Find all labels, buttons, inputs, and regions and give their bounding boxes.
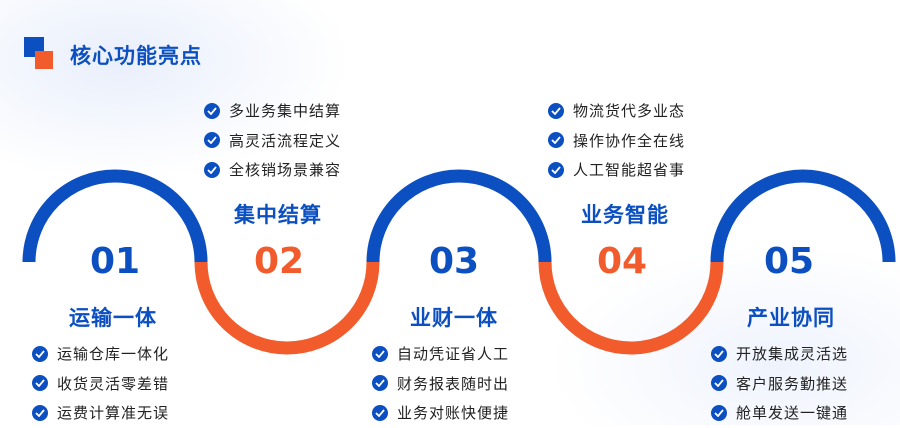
wave-arc-4 bbox=[538, 261, 724, 355]
feature-label: 自动凭证省人工 bbox=[397, 345, 510, 364]
check-icon bbox=[548, 161, 564, 178]
check-icon bbox=[372, 345, 388, 362]
check-icon bbox=[32, 345, 48, 362]
feature-item: 财务报表随时出 bbox=[372, 369, 509, 399]
feature-item: 客户服务勤推送 bbox=[711, 369, 848, 399]
check-icon bbox=[548, 132, 564, 149]
feature-label: 客户服务勤推送 bbox=[736, 374, 849, 393]
check-icon bbox=[711, 375, 727, 392]
feature-label: 多业务集中结算 bbox=[229, 102, 342, 121]
stage-02-features: 多业务集中结算 高灵活流程定义 全核销场景兼容 bbox=[204, 96, 341, 185]
stage-number-01: 01 bbox=[89, 241, 141, 282]
stage-05-features: 开放集成灵活选 客户服务勤推送 舱单发送一键通 bbox=[711, 339, 848, 428]
feature-label: 高灵活流程定义 bbox=[229, 131, 342, 150]
wave-arc-1 bbox=[22, 169, 208, 263]
check-icon bbox=[204, 161, 220, 178]
feature-item: 物流货代多业态 bbox=[548, 96, 685, 126]
title-logo-icon bbox=[24, 37, 54, 71]
stage-number-04: 04 bbox=[596, 241, 648, 282]
stage-title-03: 业财一体 bbox=[410, 306, 498, 330]
feature-item: 高灵活流程定义 bbox=[204, 126, 341, 156]
check-icon bbox=[32, 375, 48, 392]
feature-label: 运输仓库一体化 bbox=[57, 345, 170, 364]
page-title: 核心功能亮点 bbox=[70, 44, 202, 68]
stage-03-features: 自动凭证省人工 财务报表随时出 业务对账快便捷 bbox=[372, 339, 509, 428]
feature-item: 多业务集中结算 bbox=[204, 96, 341, 126]
feature-item: 自动凭证省人工 bbox=[372, 339, 509, 369]
feature-item: 业务对账快便捷 bbox=[372, 398, 509, 428]
stage-title-02: 集中结算 bbox=[234, 203, 322, 227]
check-icon bbox=[711, 345, 727, 362]
stage-title-05: 产业协同 bbox=[747, 306, 835, 330]
feature-label: 人工智能超省事 bbox=[573, 161, 686, 180]
check-icon bbox=[372, 404, 388, 421]
feature-label: 业务对账快便捷 bbox=[397, 404, 510, 423]
feature-item: 运费计算准无误 bbox=[32, 398, 169, 428]
feature-item: 全核销场景兼容 bbox=[204, 155, 341, 185]
check-icon bbox=[32, 404, 48, 421]
feature-label: 收货灵活零差错 bbox=[57, 374, 170, 393]
check-icon bbox=[204, 102, 220, 119]
feature-label: 开放集成灵活选 bbox=[736, 345, 849, 364]
check-icon bbox=[204, 132, 220, 149]
check-icon bbox=[711, 404, 727, 421]
feature-item: 收货灵活零差错 bbox=[32, 369, 169, 399]
feature-item: 人工智能超省事 bbox=[548, 155, 685, 185]
check-icon bbox=[372, 375, 388, 392]
stage-number-03: 03 bbox=[428, 241, 480, 282]
logo-orange-square bbox=[35, 51, 53, 69]
wave-arc-2 bbox=[194, 261, 380, 355]
feature-item: 操作协作全在线 bbox=[548, 126, 685, 156]
feature-label: 物流货代多业态 bbox=[573, 102, 686, 121]
feature-item: 运输仓库一体化 bbox=[32, 339, 169, 369]
feature-label: 运费计算准无误 bbox=[57, 404, 170, 423]
check-icon bbox=[548, 102, 564, 119]
wave-arc-3 bbox=[366, 169, 552, 263]
stage-01-features: 运输仓库一体化 收货灵活零差错 运费计算准无误 bbox=[32, 339, 169, 428]
wave-arc-5 bbox=[710, 169, 896, 263]
feature-item: 舱单发送一键通 bbox=[711, 398, 848, 428]
stage-number-05: 05 bbox=[763, 241, 815, 282]
stage-04-features: 物流货代多业态 操作协作全在线 人工智能超省事 bbox=[548, 96, 685, 185]
feature-label: 财务报表随时出 bbox=[397, 374, 510, 393]
feature-item: 开放集成灵活选 bbox=[711, 339, 848, 369]
stage-title-04: 业务智能 bbox=[581, 203, 669, 227]
stage-number-02: 02 bbox=[253, 241, 305, 282]
stage-title-01: 运输一体 bbox=[69, 306, 157, 330]
feature-label: 操作协作全在线 bbox=[573, 131, 686, 150]
feature-label: 舱单发送一键通 bbox=[736, 404, 849, 423]
feature-label: 全核销场景兼容 bbox=[229, 161, 342, 180]
